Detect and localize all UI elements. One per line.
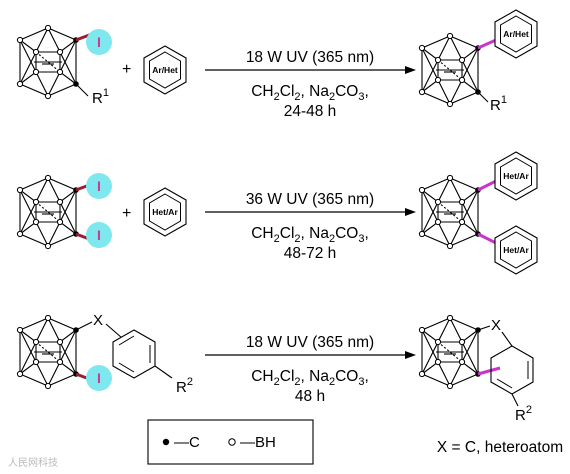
svg-text:+: +	[122, 205, 131, 222]
product-1-cage	[418, 32, 481, 108]
condition-1-line1: 18 W UV (365 nm)	[246, 49, 374, 66]
condition-2-line2: CH2Cl2, Na2CO3,	[251, 225, 369, 245]
condition-2-line3: 48-72 h	[284, 245, 337, 262]
reagent-ring-1: Ar/Het	[143, 45, 187, 95]
product-ring-1: Ar/Het	[494, 9, 538, 59]
legend: —C —BH	[147, 419, 314, 465]
iodine-badge-3: I	[86, 365, 112, 391]
legend-carbon: —C	[174, 434, 200, 451]
product-ring-2-bottom: Het/Ar	[494, 225, 538, 275]
reaction-arrow-1	[205, 66, 416, 74]
iodine-label: I	[97, 34, 101, 50]
svg-text:Het/Ar: Het/Ar	[152, 207, 178, 217]
substituent-r1: R1	[92, 87, 109, 107]
svg-text:Ar/Het: Ar/Het	[152, 65, 178, 75]
product-ring-2-top: Het/Ar	[494, 151, 538, 201]
svg-text:I: I	[97, 178, 101, 194]
svg-text:Het/Ar: Het/Ar	[503, 245, 529, 255]
reaction-1: I R1 + Ar/Het 18 W UV (365 nm) CH2Cl2, N…	[16, 9, 538, 120]
condition-1-line2: CH2Cl2, Na2CO3,	[251, 83, 369, 103]
condition-3-line1: 18 W UV (365 nm)	[246, 334, 374, 351]
reagent-ring-2: Het/Ar	[143, 187, 187, 237]
reaction-arrow-3	[205, 351, 416, 359]
condition-1-line3: 24-48 h	[284, 103, 337, 120]
reactant-2-cage	[16, 174, 79, 250]
condition-3-line3: 48 h	[295, 388, 325, 405]
watermark: 人民网科技	[8, 456, 58, 469]
reactant-3-cage	[16, 314, 79, 390]
product-linker-x: X	[491, 317, 501, 334]
svg-text:I: I	[97, 370, 101, 386]
aryl-ring-3	[112, 329, 156, 379]
condition-3-line2: CH2Cl2, Na2CO3,	[251, 368, 369, 388]
condition-2-line1: 36 W UV (365 nm)	[246, 191, 374, 208]
svg-text:+: +	[122, 61, 131, 78]
product-2-cage	[418, 174, 481, 250]
reactant-1-cage	[16, 24, 79, 100]
linker-x: X	[93, 312, 103, 329]
product-3-cage	[418, 314, 481, 390]
iodine-badge-top: I	[86, 173, 112, 199]
svg-text:I: I	[97, 227, 101, 243]
substituent-r2: R2	[176, 376, 193, 396]
svg-text:Ar/Het: Ar/Het	[503, 29, 529, 39]
reaction-3: X R2 I 18 W UV (365 nm) CH2Cl2, Na2CO3, …	[16, 312, 563, 456]
reaction-2: I I + Het/Ar 36 W UV (365 nm) CH2Cl2, Na…	[16, 151, 538, 275]
iodine-badge-bottom: I	[86, 222, 112, 248]
svg-text:Het/Ar: Het/Ar	[503, 171, 529, 181]
product-substituent-r1: R1	[490, 94, 507, 114]
reaction-arrow-2	[205, 208, 416, 216]
iodine-badge: I	[86, 29, 112, 55]
footnote-x: X = C, heteroatom	[437, 439, 563, 456]
legend-bh: —BH	[240, 434, 276, 451]
product-substituent-r2: R2	[515, 404, 532, 424]
